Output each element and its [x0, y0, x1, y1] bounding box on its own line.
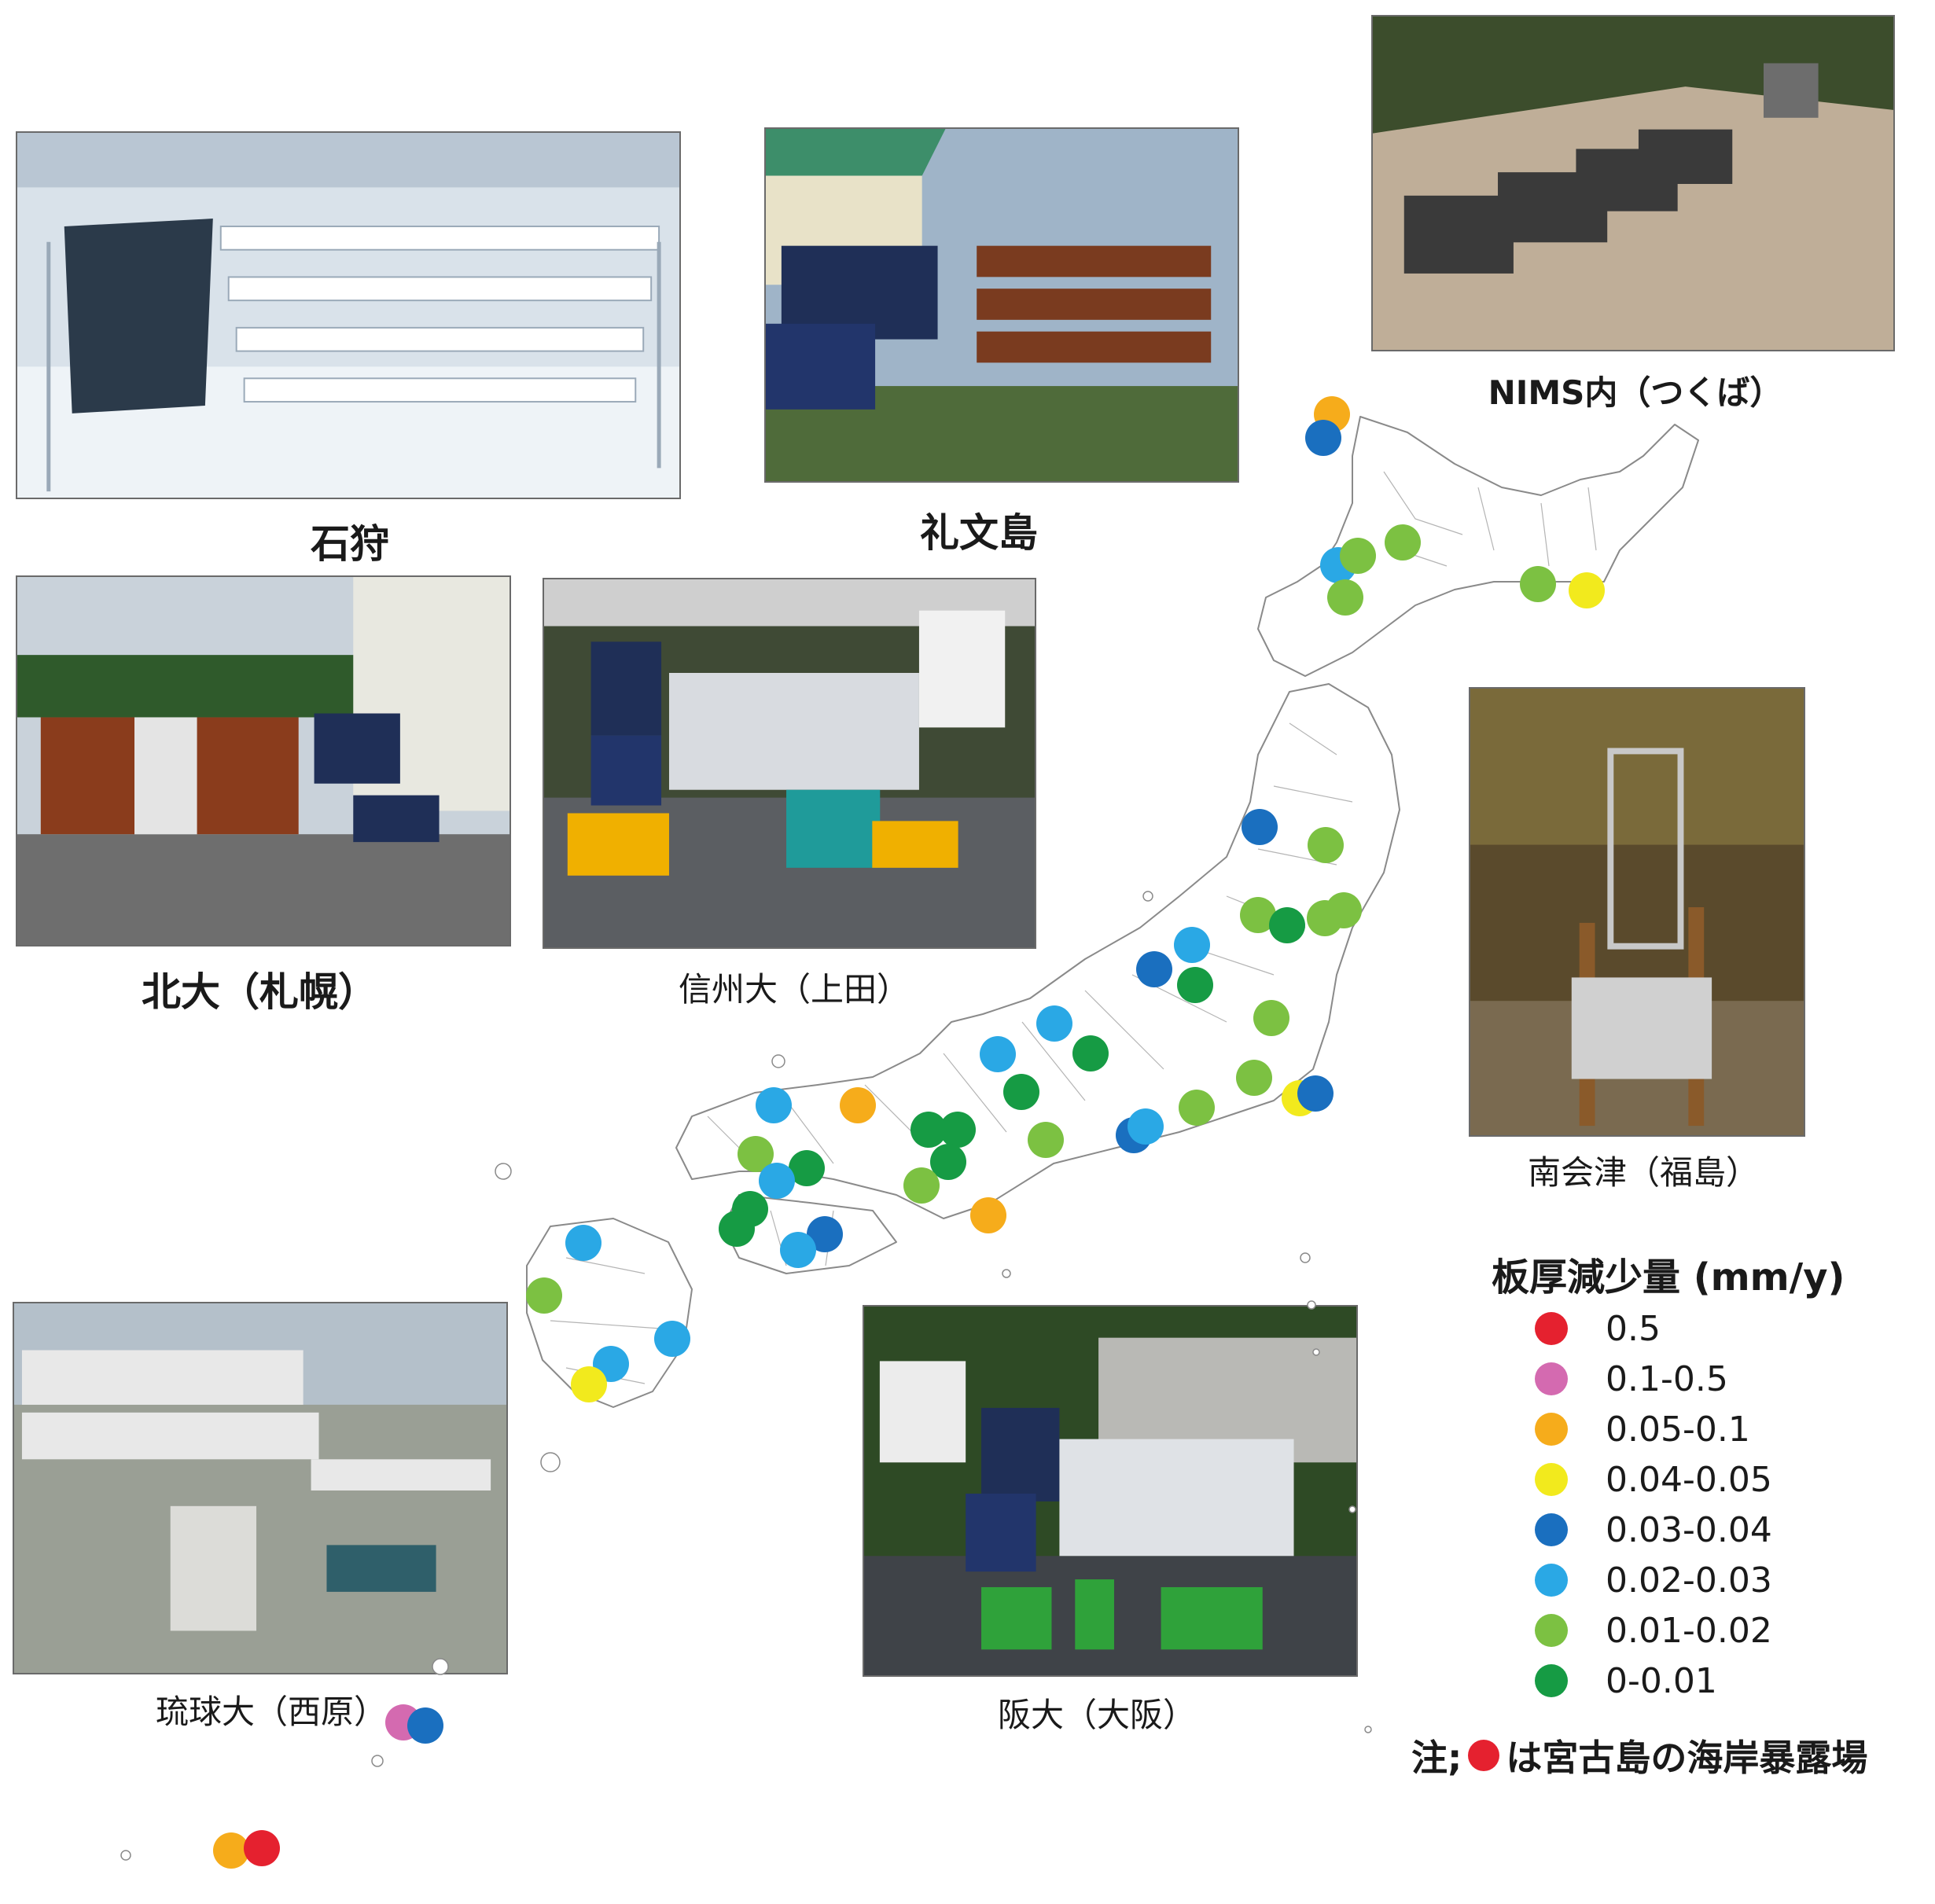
map-dot [1305, 420, 1341, 456]
map-dot [807, 1216, 843, 1252]
note-prefix: 注; [1411, 1737, 1462, 1779]
map-dot [1003, 1074, 1039, 1110]
caption-handai: 阪大（大阪） [997, 1696, 1196, 1734]
note: 注; は宮古島の海岸暴露場 [1411, 1729, 1867, 1781]
map-dot [910, 1112, 947, 1148]
map-dot [1297, 1075, 1334, 1112]
map-dot [840, 1087, 876, 1123]
photo-handai [863, 1305, 1358, 1677]
map-dot [1177, 967, 1213, 1003]
map-dot [565, 1225, 601, 1261]
legend-label: 0.5 [1606, 1308, 1661, 1349]
map-dot [1240, 897, 1276, 933]
caption-rebun: 礼文島 [920, 510, 1038, 556]
map-dot [738, 1136, 774, 1172]
legend-label: 0.03-0.04 [1606, 1509, 1772, 1550]
legend-swatch-icon [1535, 1362, 1568, 1395]
map-dot [1028, 1122, 1064, 1158]
map-dot [654, 1321, 690, 1357]
measurement-dots [213, 396, 1605, 1869]
map-dot [1253, 1000, 1289, 1036]
legend-item: 0.05-0.1 [1535, 1407, 1750, 1451]
map-dot [1036, 1005, 1072, 1042]
legend-item: 0.04-0.05 [1535, 1457, 1772, 1502]
photo-ishikari [16, 131, 681, 499]
photo-nims [1371, 15, 1895, 351]
legend-item: 0.02-0.03 [1535, 1558, 1772, 1602]
caption-minamiaizu: 南会津（福島） [1527, 1153, 1759, 1192]
map-dot [1128, 1108, 1164, 1145]
photo-rebun [764, 127, 1239, 483]
map-dot [526, 1277, 562, 1314]
map-dot [789, 1150, 825, 1186]
map-dot [1179, 1090, 1215, 1126]
map-dot [970, 1197, 1006, 1233]
caption-ishikari: 石狩 [311, 521, 389, 567]
legend-swatch-icon [1535, 1463, 1568, 1496]
map-dot [571, 1366, 607, 1402]
map-dot [1072, 1035, 1109, 1071]
legend-swatch-icon [1535, 1614, 1568, 1647]
legend-label: 0.1-0.5 [1606, 1358, 1728, 1399]
map-dot [1569, 572, 1605, 608]
caption-nims: NIMS内（つくば） [1488, 373, 1783, 412]
note-text: は宮古島の海岸暴露場 [1506, 1737, 1868, 1779]
map-dot [756, 1087, 792, 1123]
legend-item: 0.5 [1535, 1307, 1661, 1351]
legend-label: 0-0.01 [1606, 1660, 1717, 1701]
caption-shinshu: 信州大（上田） [678, 970, 910, 1009]
map-dot [1136, 951, 1172, 987]
caption-ryukyu: 琉球大（西原） [155, 1693, 387, 1731]
map-dot [1340, 538, 1376, 574]
legend-label: 0.04-0.05 [1606, 1459, 1772, 1500]
legend-item: 0-0.01 [1535, 1659, 1717, 1703]
legend-swatch-icon [1535, 1664, 1568, 1697]
legend-item: 0.01-0.02 [1535, 1608, 1772, 1652]
map-dot [903, 1167, 940, 1204]
map-dot [1308, 827, 1344, 863]
legend-title: 板厚減少量 (mm/y) [1492, 1255, 1845, 1299]
kyushu-outline [526, 1218, 693, 1408]
caption-hokudai: 北大（札幌） [142, 969, 377, 1015]
legend-item: 0.1-0.5 [1535, 1357, 1728, 1401]
map-dot [980, 1036, 1016, 1072]
legend-label: 0.02-0.03 [1606, 1560, 1772, 1601]
legend-swatch-icon [1535, 1564, 1568, 1597]
legend-item: 0.03-0.04 [1535, 1508, 1772, 1552]
note-dot-icon [1468, 1740, 1500, 1771]
map-dot [940, 1112, 976, 1148]
map-dot [1174, 927, 1210, 963]
legend-swatch-icon [1535, 1513, 1568, 1546]
photo-hokudai [16, 575, 511, 946]
map-dot [759, 1163, 795, 1199]
photo-ryukyu [13, 1302, 508, 1674]
map-dot [1327, 579, 1363, 616]
map-dot [407, 1707, 443, 1744]
legend-label: 0.05-0.1 [1606, 1409, 1750, 1450]
legend-swatch-icon [1535, 1413, 1568, 1446]
photo-shinshu [543, 578, 1036, 949]
photo-minamiaizu [1469, 687, 1805, 1137]
map-dot [780, 1232, 816, 1268]
map-dot [213, 1832, 249, 1869]
map-dot [1236, 1060, 1272, 1096]
map-dot [1326, 892, 1362, 928]
map-dot [1269, 907, 1305, 943]
map-dot [244, 1830, 280, 1866]
map-dot [719, 1211, 755, 1247]
legend-swatch-icon [1535, 1312, 1568, 1345]
map-dot [1520, 566, 1556, 602]
map-dot [1385, 524, 1421, 561]
map-dot [1242, 809, 1278, 845]
legend-label: 0.01-0.02 [1606, 1610, 1772, 1651]
map-dot [930, 1144, 966, 1180]
